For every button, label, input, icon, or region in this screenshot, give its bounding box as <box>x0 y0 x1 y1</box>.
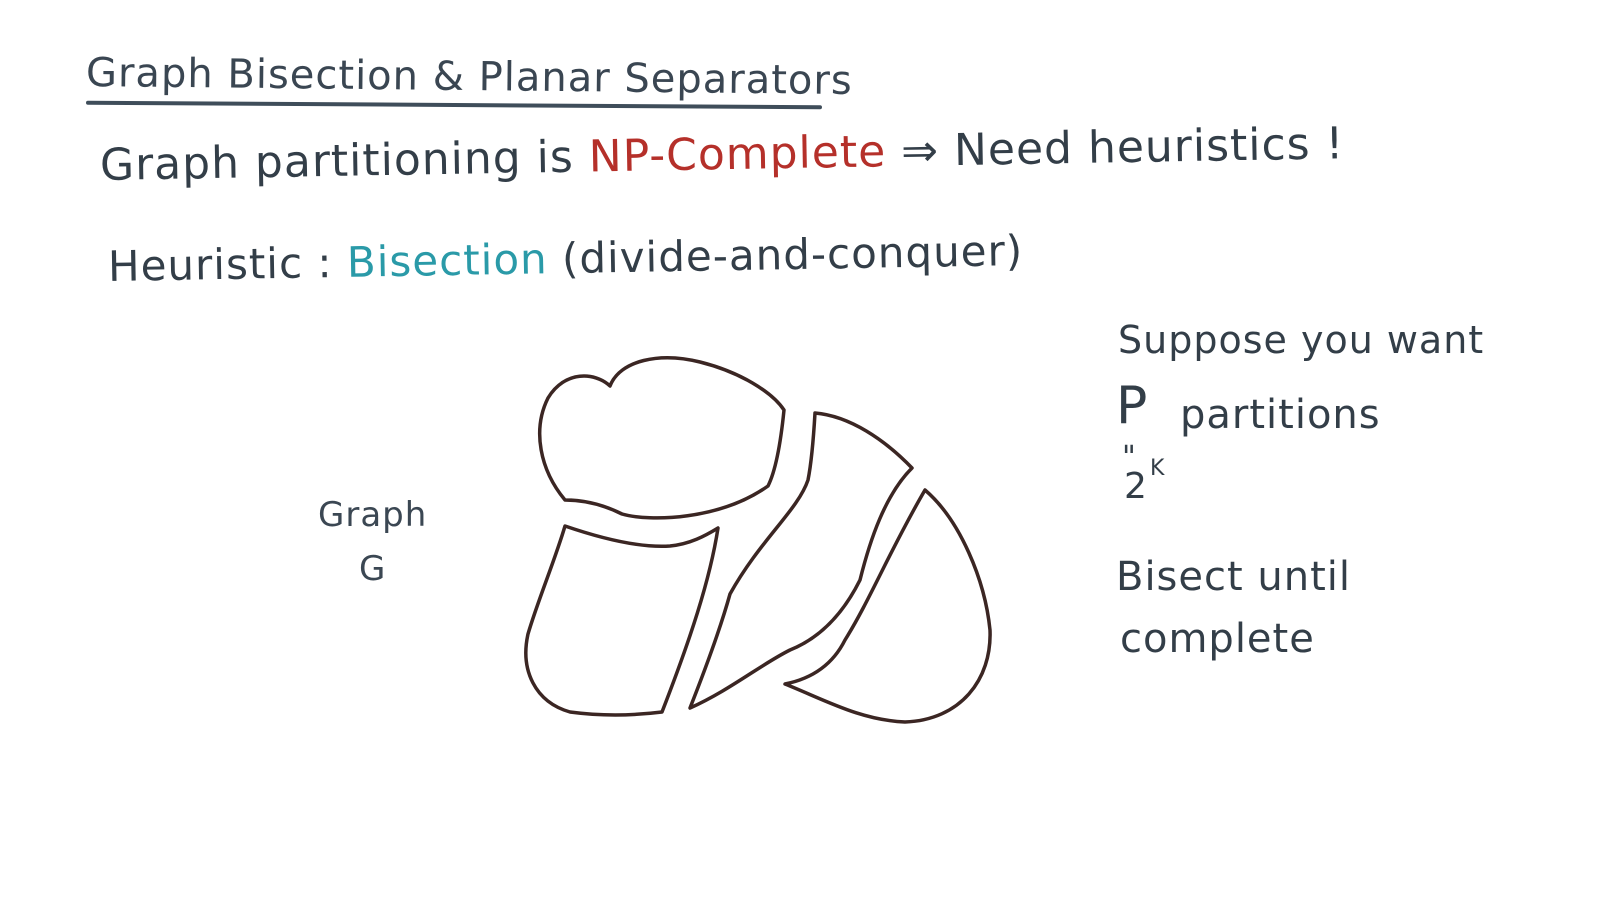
suppose-text: Suppose you want <box>1118 318 1485 362</box>
bisect-until-text: Bisect until <box>1116 554 1352 600</box>
graph-letter: G <box>358 549 387 589</box>
partitions-text: partitions <box>1180 392 1381 438</box>
region-top-left <box>537 356 786 520</box>
graph-word: Graph <box>318 495 428 535</box>
power-base: 2 <box>1124 466 1148 507</box>
region-middle <box>688 411 914 710</box>
complete-text: complete <box>1120 616 1315 662</box>
equals-mark: " <box>1122 440 1137 475</box>
p-variable: P <box>1116 376 1149 436</box>
region-right <box>783 488 992 724</box>
region-bottom-left <box>524 524 720 717</box>
power-exponent: K <box>1150 456 1166 481</box>
